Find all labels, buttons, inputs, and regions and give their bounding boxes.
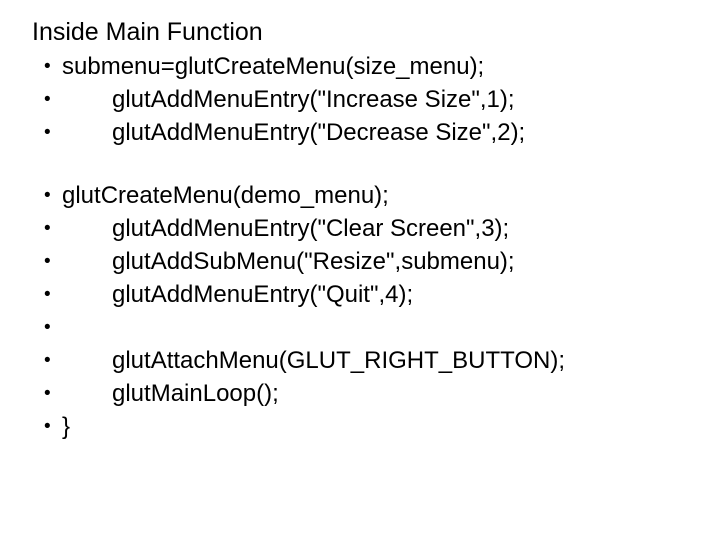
list-item: • glutAddMenuEntry("Decrease Size",2); [32, 116, 702, 149]
list-item-label: glutAddMenuEntry("Quit",4); [112, 281, 414, 308]
list-item: • glutAddMenuEntry("Increase Size",1); [32, 83, 702, 116]
bullet-point-icon: • [44, 416, 51, 437]
list-item: • glutCreateMenu(demo_menu); [32, 179, 702, 212]
bullet-point-icon: • [44, 383, 51, 404]
list-item: • submenu=glutCreateMenu(size_menu); [32, 50, 702, 83]
list-item-label: glutAddMenuEntry("Decrease Size",2); [112, 119, 526, 146]
list-item-label: glutCreateMenu(demo_menu); [62, 182, 389, 209]
list-item: •} [32, 410, 702, 443]
list-item-label [32, 311, 702, 344]
bullet-point-icon: • [44, 185, 51, 206]
list-item: • glutAddMenuEntry("Clear Screen",3); [32, 212, 702, 245]
bullet-point-icon: • [44, 122, 51, 143]
list-item-label: glutMainLoop(); [112, 380, 279, 407]
page-title: Inside Main Function [32, 18, 263, 46]
list-item-label: glutAddMenuEntry("Clear Screen",3); [112, 215, 510, 242]
list-item-label: glutAddMenuEntry("Increase Size",1); [112, 86, 515, 113]
bullet-point-icon: • [44, 218, 51, 239]
list-item: • glutMainLoop(); [32, 377, 702, 410]
bullet-point-icon: • [44, 317, 51, 338]
list-item-label: glutAttachMenu(GLUT_RIGHT_BUTTON); [112, 347, 566, 374]
bullet-list: • submenu=glutCreateMenu(size_menu); • glut… [32, 50, 702, 443]
list-item: • glutAddMenuEntry("Quit",4); [32, 278, 702, 311]
list-item-label: } [62, 413, 71, 440]
list-item: • glutAttachMenu(GLUT_RIGHT_BUTTON); [32, 344, 702, 377]
list-item-label: submenu=glutCreateMenu(size_menu); [62, 53, 485, 80]
bullet-point-icon: • [44, 350, 51, 371]
list-item: • [32, 311, 702, 344]
list-item: • glutAddSubMenu("Resize",submenu); [32, 245, 702, 278]
list-item-label: glutAddSubMenu("Resize",submenu); [112, 248, 515, 275]
bullet-point-icon: • [44, 56, 51, 77]
bullet-point-icon: • [44, 251, 51, 272]
bullet-point-icon: • [44, 284, 51, 305]
bullet-point-icon: • [44, 89, 51, 110]
